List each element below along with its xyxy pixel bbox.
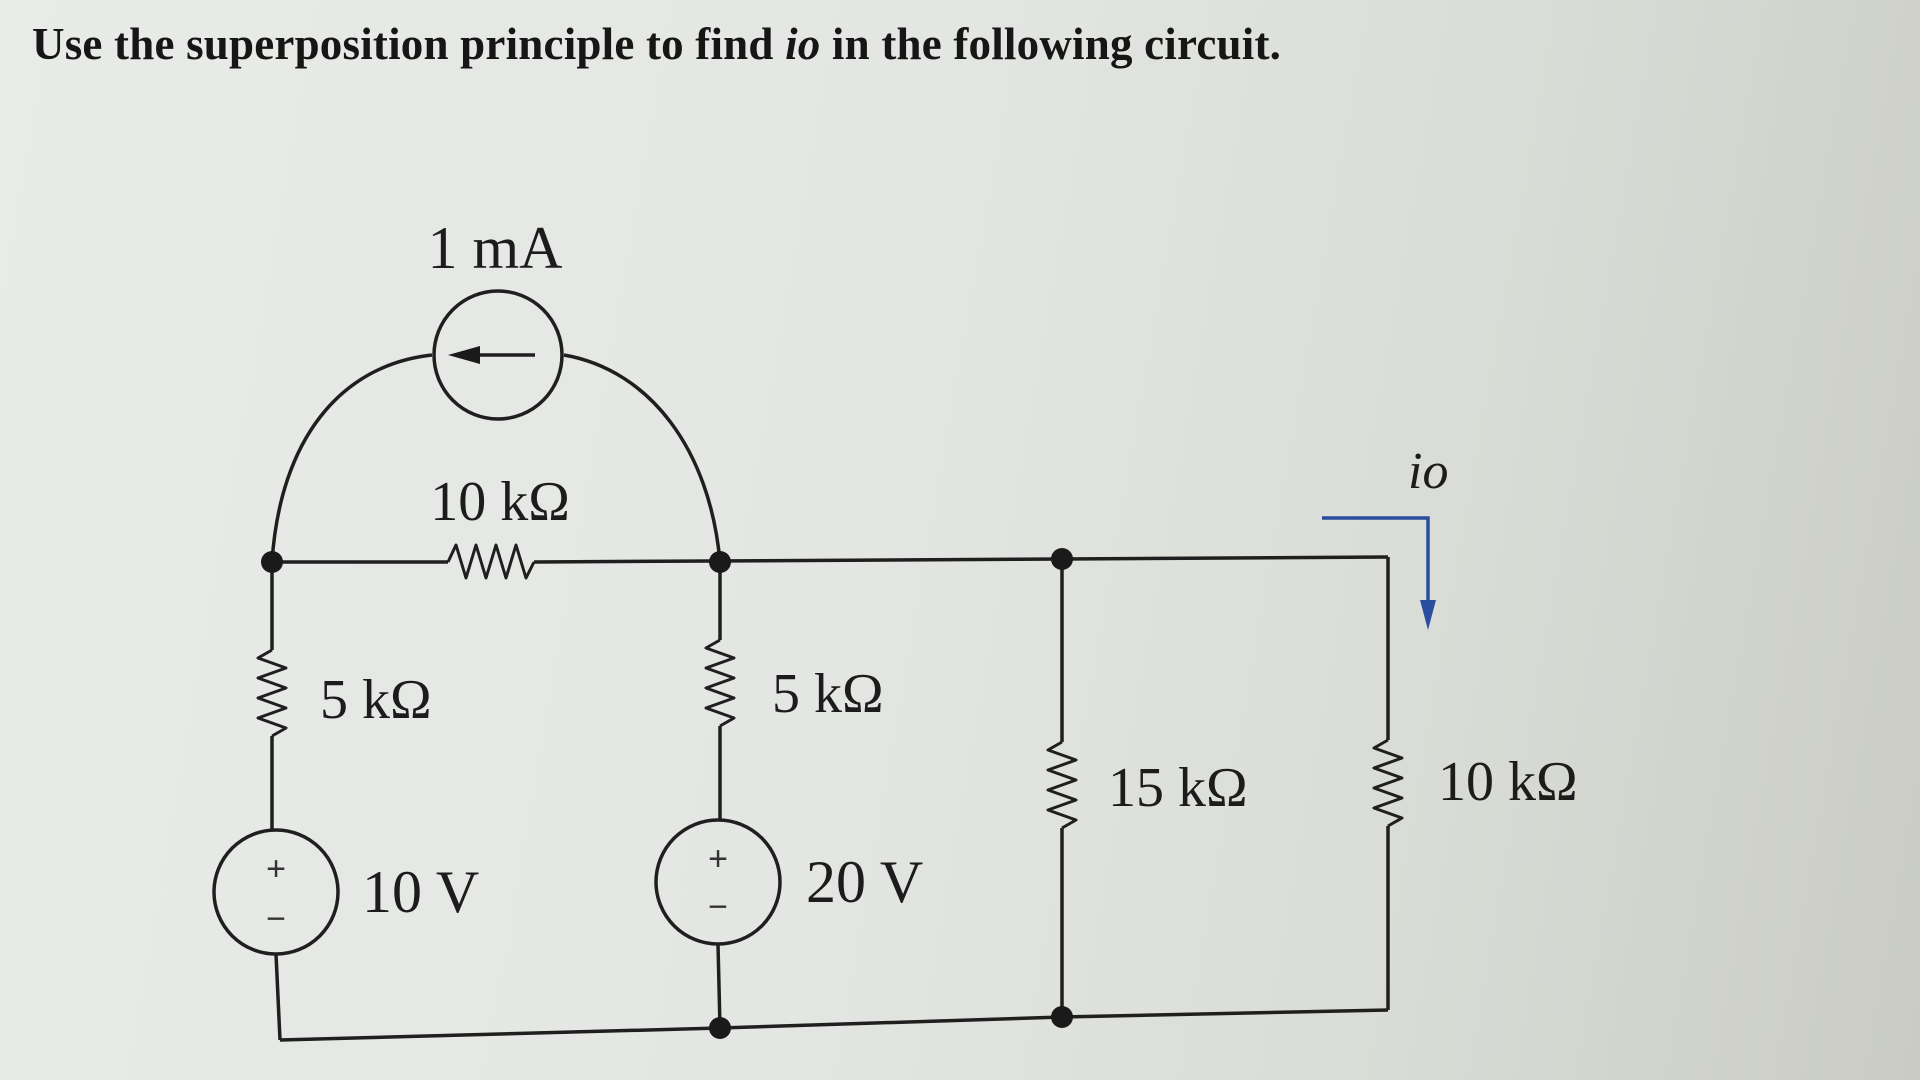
resistor-left-5k [256,648,288,738]
current-io-label: io [1408,443,1448,500]
voltage-source-right-minus: − [708,888,728,926]
current-io-indicator [1322,516,1436,630]
problem-statement: Use the superposition principle to find … [32,18,1281,70]
current-source-arrow-head [448,346,480,364]
problem-suffix: in the following circuit. [820,19,1282,69]
bottom-wire-left [279,1026,721,1042]
resistor-left-label: 5 kΩ [320,669,432,731]
voltage-source-left-plus: + [266,850,286,888]
current-source-right-wire [563,353,722,563]
node-bottom-middle [709,1017,731,1039]
top-wire-right [1061,555,1389,561]
middle-branch-wire-lower [716,943,722,1029]
resistor-10k-right-label: 10 kΩ [1438,751,1578,813]
resistor-10k-right [1372,738,1404,828]
problem-variable: io [785,19,821,69]
voltage-source-left-label: 10 V [362,859,479,925]
voltage-source-left-minus: − [266,900,286,938]
current-source [432,289,564,421]
voltage-source-left: + − [212,828,340,956]
resistor-middle-5k [704,638,736,728]
problem-prefix: Use the superposition principle to find [32,19,786,69]
voltage-source-right: + − [654,818,782,946]
resistor-top-label: 10 kΩ [430,471,570,533]
resistor-15k-label: 15 kΩ [1108,757,1248,819]
top-wire-middle [533,557,1063,564]
node-top-left [261,551,283,573]
voltage-source-right-label: 20 V [806,849,923,915]
node-bottom-right [1051,1006,1073,1028]
voltage-source-right-plus: + [708,840,728,878]
current-io-arrow-head [1420,600,1436,630]
bottom-wire-middle [719,1015,1063,1030]
current-io-arrow-line [1322,516,1430,605]
current-source-left-wire [270,353,433,563]
bottom-wire-right [1061,1008,1389,1019]
resistor-15k [1046,740,1078,830]
current-source-label: 1 mA [428,215,563,281]
left-branch-wire-lower [274,953,282,1041]
node-top-middle [709,551,731,573]
resistor-top-10k [446,543,536,580]
resistor-middle-label: 5 kΩ [772,663,884,725]
current-source-circle [432,289,564,421]
node-top-right [1051,548,1073,570]
